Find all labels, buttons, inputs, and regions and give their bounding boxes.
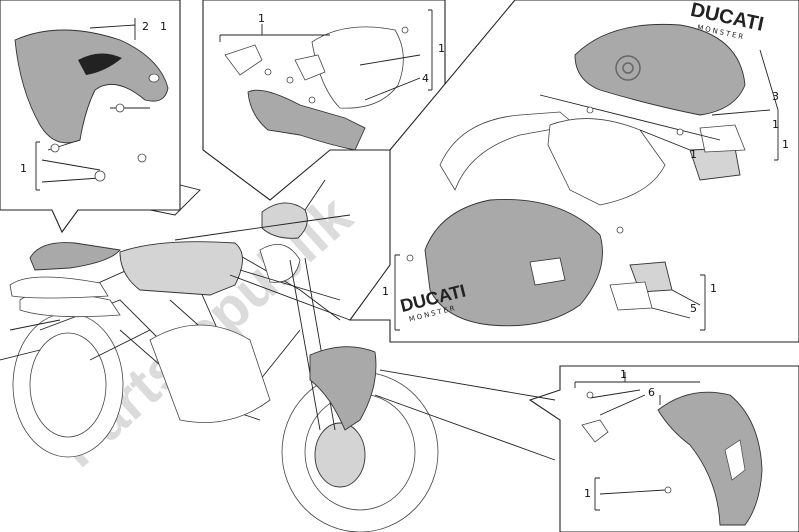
- mudguard-panel: 1 6 1: [528, 365, 799, 532]
- headlight-cover-panel: 1 1 4: [202, 0, 446, 201]
- callout-headlight-1a: 1: [258, 12, 265, 25]
- callout-headlight-1b: 1: [438, 42, 445, 55]
- tank-side-cover-part: [424, 199, 603, 327]
- callout-tank-1b: 1: [782, 138, 789, 151]
- callout-tank-1c: 1: [690, 148, 697, 161]
- headlight-cover-part: [311, 26, 404, 109]
- headlight-bracket-part: [247, 89, 366, 151]
- mudguard-connector-lines: [374, 369, 556, 461]
- connector-lines: [229, 269, 351, 321]
- callout-seat-1: 1: [160, 20, 167, 33]
- callout-mudguard-6: 6: [648, 386, 655, 399]
- callout-seat-screws-1: 1: [20, 162, 27, 175]
- front-mudguard-part: [657, 391, 763, 526]
- callout-tank-1d: 1: [710, 282, 717, 295]
- callout-seat-2: 2: [142, 20, 149, 33]
- seat-cover-panel: 2 1 1: [0, 0, 181, 234]
- seat-cowl-part: [14, 29, 169, 144]
- callout-tank-1a: 1: [772, 118, 779, 131]
- callout-mudguard-1a: 1: [620, 368, 627, 381]
- motorcycle-illustration: [0, 179, 439, 532]
- callout-tank-3: 3: [772, 90, 779, 103]
- tank-top-cover-part: [574, 23, 746, 116]
- tank-frame-part: [547, 118, 666, 206]
- tank-covers-panel: DUCATI MONSTER DUCATI MONSTER 1: [348, 0, 799, 343]
- callout-mudguard-1b: 1: [584, 487, 591, 500]
- callout-headlight-4: 4: [422, 72, 429, 85]
- callout-tank-5: 5: [690, 302, 697, 315]
- callout-tank-1e: 1: [382, 285, 389, 298]
